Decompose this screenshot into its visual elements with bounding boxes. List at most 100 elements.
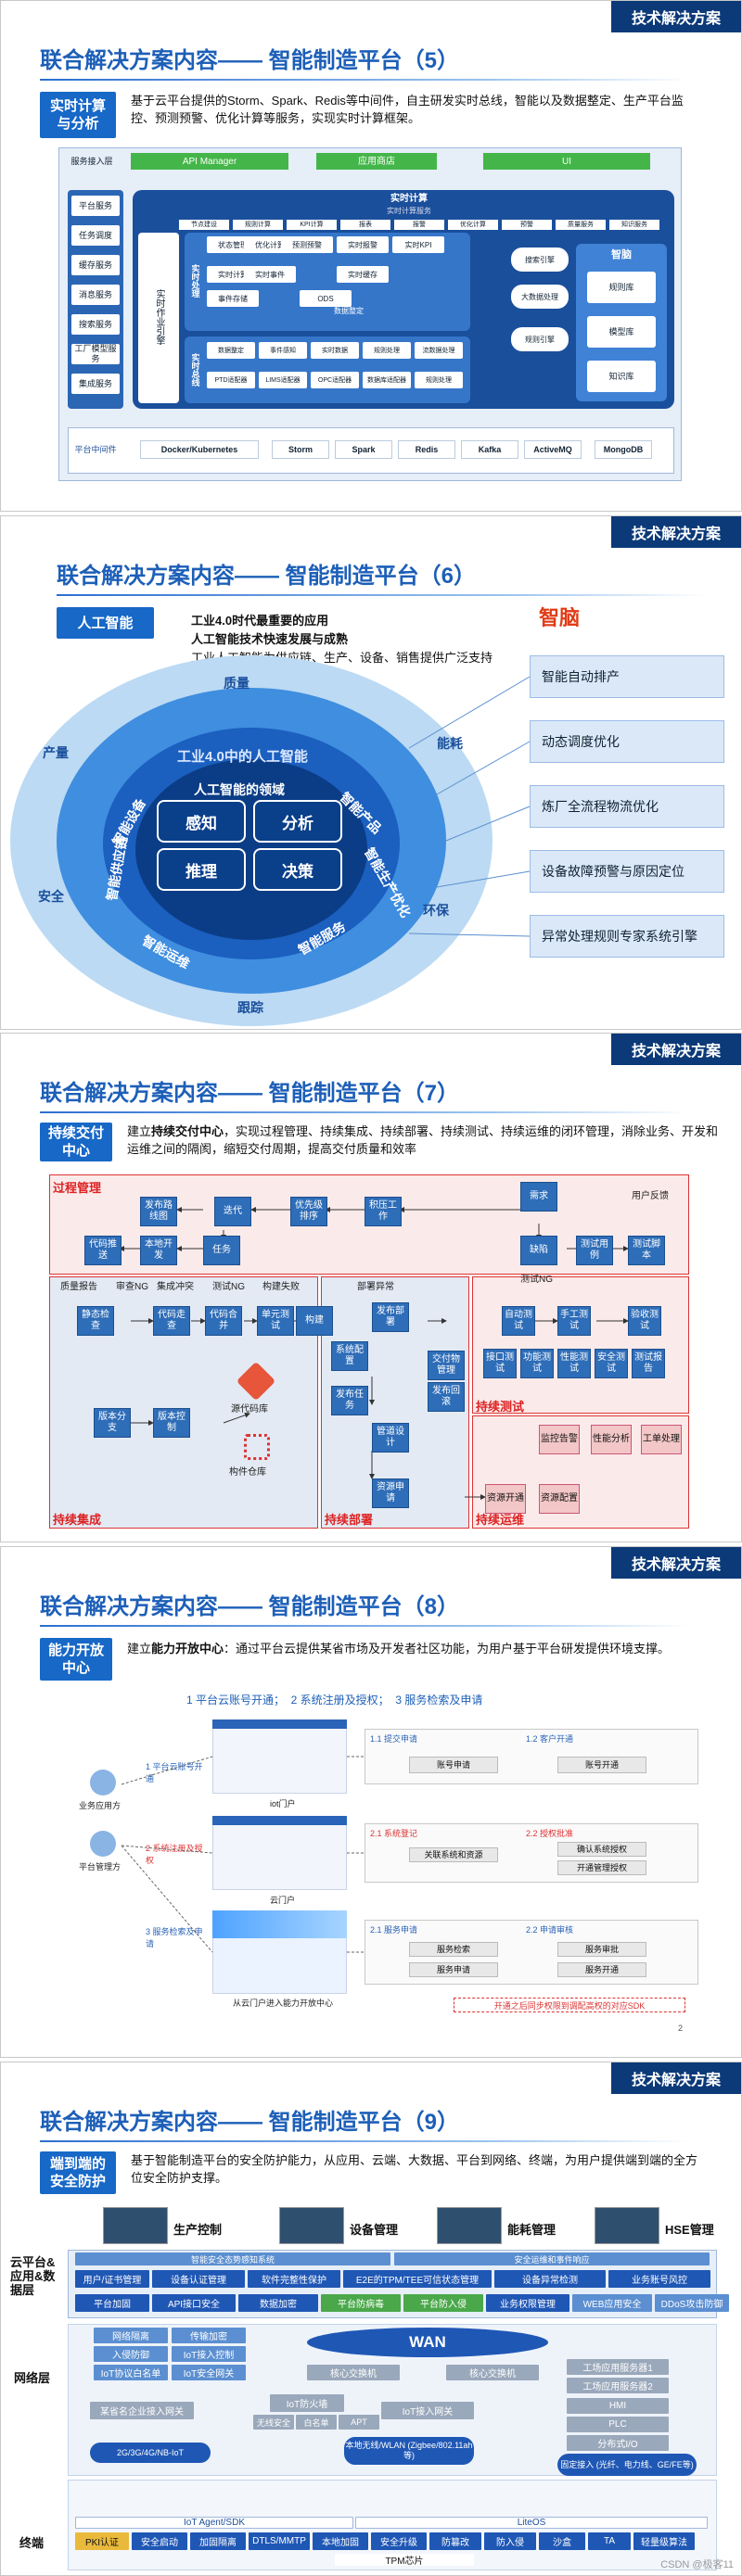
smart-item: 知识库 <box>587 361 656 392</box>
flow-label: 质量报告 <box>60 1282 97 1292</box>
page-number: 2 <box>678 2024 684 2033</box>
process-box: 测试脚本 <box>628 1236 665 1265</box>
bus-item: 规则处理 <box>415 372 463 388</box>
ai-item: 异常处理规则专家系统引擎 <box>530 915 724 958</box>
middleware-item: ActiveMQ <box>524 440 582 459</box>
region-label: 持续集成 <box>53 1513 102 1527</box>
ct-box: 性能测试 <box>557 1349 591 1378</box>
bus-item: PTD适配器 <box>207 372 255 388</box>
gateway: IoT防火墙 <box>270 2394 344 2412</box>
realtime-label: 实时计算 <box>390 193 428 204</box>
security-row1-item: 设备认证管理 <box>152 2270 245 2288</box>
terminal-item: 安全启动 <box>132 2532 187 2550</box>
title-underline <box>57 594 706 596</box>
network-left-item: IoT协议白名单 <box>94 2365 168 2380</box>
ai-item: 智能自动排产 <box>530 655 724 698</box>
data-label: 数据整定 <box>334 306 364 315</box>
step-label: 3 服务检索及申请 <box>146 1927 203 1948</box>
cd-box: 发布部署 <box>372 1302 409 1332</box>
ci-box: 构建 <box>296 1306 333 1336</box>
process-box: 本地开发 <box>140 1236 177 1265</box>
middleware-item: Docker/Kubernetes <box>140 440 259 459</box>
service-bar: UI <box>483 153 650 170</box>
slide-tag: 技术解决方案 <box>611 2062 741 2094</box>
engine-column <box>138 233 179 403</box>
smart-item: 规则库 <box>587 272 656 303</box>
flow-label: 测试NG <box>520 1275 553 1285</box>
security-row2-item: API接口安全 <box>152 2294 236 2312</box>
terminal-item: DTLS/MMTP <box>249 2532 310 2550</box>
core-switch: 核心交换机 <box>307 2365 400 2380</box>
role-label: 业务应用方 <box>79 1801 122 1810</box>
security-row2-item: 平台防病毒 <box>321 2294 401 2312</box>
cd-box: 管道设计 <box>372 1423 409 1453</box>
bus-item: 流数据处理 <box>415 342 463 359</box>
slide-9: 技术解决方案 联合解决方案内容—— 智能制造平台（9） 端到端的 安全防护 基于… <box>0 2062 742 2576</box>
smart-item: 模型库 <box>587 316 656 348</box>
terminal-item: PKI认证 <box>75 2532 129 2550</box>
platform-middleware-label: 平台中间件 <box>74 444 117 454</box>
cd-box: 资源申请 <box>372 1478 409 1508</box>
process-box: 缺陷 <box>520 1236 557 1265</box>
cd-box: 交付物管理 <box>428 1351 465 1380</box>
left-service-item: 任务调度 <box>71 225 120 246</box>
left-service-item: 集成服务 <box>71 374 120 394</box>
bus-item: 数据库适配器 <box>363 372 411 388</box>
ct-box: 验收测试 <box>628 1306 661 1336</box>
middle-header: 工业4.0中的人工智能 <box>177 749 308 765</box>
flow-label: 构建失败 <box>262 1282 300 1292</box>
process-box: 代码推送 <box>84 1236 122 1265</box>
outer-label: 环保 <box>423 903 449 918</box>
watermark: CSDN @极客11 <box>660 2559 734 2570</box>
service-chip: 规则计算 <box>233 220 283 230</box>
management-label: 设备管理 <box>350 2223 399 2237</box>
flow2-item: 2.2 授权批准 <box>526 1829 574 1838</box>
steps-line: 1 平台云账号开通； 2 系统注册及授权； 3 服务检索及申请 <box>186 1694 483 1707</box>
access-network: 固定接入 (光纤、电力线、GE/FE等) <box>557 2454 697 2476</box>
flow-label: 集成冲突 <box>157 1282 194 1292</box>
bus-item: 实时数据 <box>311 342 359 359</box>
platform-admin-icon <box>90 1831 116 1857</box>
core-switch: 核心交换机 <box>446 2365 539 2380</box>
core-item: 实时事件 <box>244 266 296 283</box>
core-item: 实时KPI <box>392 236 444 253</box>
section-description: 基于智能制造平台的安全防护能力，从应用、云端、大数据、平台到网络、终端，为用户提… <box>131 2153 698 2185</box>
middleware-item: Kafka <box>461 440 518 459</box>
network-right-item: HMI <box>567 2398 669 2414</box>
realtime-processing-label: 实时处理 <box>190 264 200 298</box>
network-left-item: IoT接入控制 <box>172 2346 246 2362</box>
gateway: 某省名企业接入网关 <box>90 2402 194 2419</box>
security-row2-item: 平台防入侵 <box>403 2294 483 2312</box>
core-cell: 决策 <box>253 848 342 891</box>
process-box: 发布路线图 <box>140 1197 177 1226</box>
search-item: 大数据处理 <box>511 285 569 309</box>
security-row1-item: 业务账号风控 <box>608 2270 710 2288</box>
ct-box: 手工测试 <box>557 1306 591 1336</box>
flow2-item: 开通管理授权 <box>557 1860 646 1875</box>
terminal-item: 防篡改 <box>429 2532 481 2550</box>
core-item: ODS <box>300 290 352 307</box>
core-cell: 推理 <box>157 848 246 891</box>
service-chip: 报表 <box>340 220 390 230</box>
ai-item: 动态调度优化 <box>530 720 724 763</box>
ops-box: 性能分析 <box>591 1425 632 1454</box>
network-right-item: 工场应用服务器1 <box>567 2359 669 2375</box>
engine-label: 实时作业引擎 <box>154 289 164 345</box>
ci-box: 代码合并 <box>205 1306 242 1336</box>
section-description: 基于云平台提供的Storm、Spark、Redis等中间件，自主研发实时总线，智… <box>131 94 684 125</box>
flow2-item: 确认系统授权 <box>557 1842 646 1857</box>
portal-label: iot门户 <box>270 1799 296 1808</box>
core-item: 事件存储 <box>207 290 259 307</box>
process-box: 迭代 <box>214 1197 251 1226</box>
left-service-item: 缓存服务 <box>71 255 120 275</box>
ct-box: 接口测试 <box>483 1349 517 1378</box>
service-chip: 质量服务 <box>556 220 606 230</box>
service-access-label: 服务接入层 <box>70 156 113 166</box>
network-right-item: 工场应用服务器2 <box>567 2378 669 2393</box>
outer-label: 跟踪 <box>237 1000 263 1015</box>
security-row1-item: 设备异常检测 <box>494 2270 606 2288</box>
flow-label: 用户反馈 <box>632 1191 669 1201</box>
ci-box: 版本分支 <box>94 1408 131 1438</box>
